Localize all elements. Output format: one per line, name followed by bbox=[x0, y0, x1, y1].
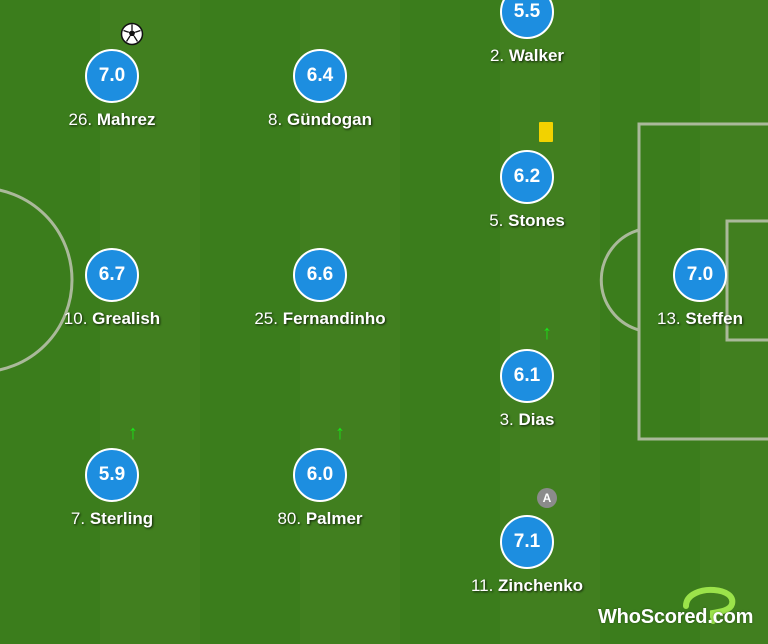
whoscored-logo: WhoScored.com bbox=[598, 606, 754, 628]
player-label: 80. Palmer bbox=[277, 509, 363, 528]
rating-badge: 6.4 bbox=[293, 49, 347, 103]
player-gundogan[interactable]: 6.4 8. Gündogan bbox=[245, 49, 395, 130]
player-zinchenko[interactable]: 7.1 11. Zinchenko bbox=[452, 515, 602, 596]
player-stones[interactable]: 6.2 5. Stones bbox=[452, 150, 602, 231]
rating-badge: 6.1 bbox=[500, 349, 554, 403]
player-mahrez[interactable]: 7.0 26. Mahrez bbox=[37, 49, 187, 130]
rating-badge: 7.0 bbox=[673, 248, 727, 302]
player-steffen[interactable]: 7.0 13. Steffen bbox=[625, 248, 768, 329]
football-icon bbox=[120, 22, 144, 46]
player-label: 13. Steffen bbox=[657, 309, 743, 328]
player-label: 8. Gündogan bbox=[268, 110, 372, 129]
yellow-card-icon bbox=[539, 122, 553, 142]
player-label: 26. Mahrez bbox=[68, 110, 156, 129]
player-dias[interactable]: 6.1 3. Dias bbox=[452, 349, 602, 430]
penalty-box bbox=[637, 122, 768, 441]
player-label: 25. Fernandinho bbox=[254, 309, 386, 328]
sub-arrow-icon: ↑ bbox=[542, 322, 552, 344]
sub-arrow-icon: ↑ bbox=[128, 422, 138, 444]
goal-box bbox=[725, 219, 768, 342]
rating-badge: 7.0 bbox=[85, 49, 139, 103]
player-sterling[interactable]: 5.9 7. Sterling bbox=[37, 448, 187, 529]
sub-arrow-icon: ↑ bbox=[335, 422, 345, 444]
player-label: 2. Walker bbox=[489, 46, 565, 65]
player-label: 11. Zinchenko bbox=[470, 576, 584, 595]
rating-badge: 5.5 bbox=[500, 0, 554, 39]
center-circle bbox=[0, 188, 74, 372]
rating-badge: 5.9 bbox=[85, 448, 139, 502]
rating-badge: 6.2 bbox=[500, 150, 554, 204]
rating-badge: 6.6 bbox=[293, 248, 347, 302]
captain-badge: A bbox=[537, 488, 557, 508]
player-walker[interactable]: 5.5 2. Walker bbox=[452, 0, 602, 66]
penalty-arc bbox=[599, 228, 640, 332]
rating-badge: 7.1 bbox=[500, 515, 554, 569]
rating-badge: 6.0 bbox=[293, 448, 347, 502]
player-label: 10. Grealish bbox=[63, 309, 161, 328]
player-palmer[interactable]: 6.0 80. Palmer bbox=[245, 448, 395, 529]
player-grealish[interactable]: 6.7 10. Grealish bbox=[37, 248, 187, 329]
player-label: 7. Sterling bbox=[70, 509, 154, 528]
whoscored-logo-icon bbox=[683, 586, 736, 624]
player-fernandinho[interactable]: 6.6 25. Fernandinho bbox=[245, 248, 395, 329]
player-label: 5. Stones bbox=[489, 211, 565, 230]
rating-badge: 6.7 bbox=[85, 248, 139, 302]
player-label: 3. Dias bbox=[499, 410, 555, 429]
